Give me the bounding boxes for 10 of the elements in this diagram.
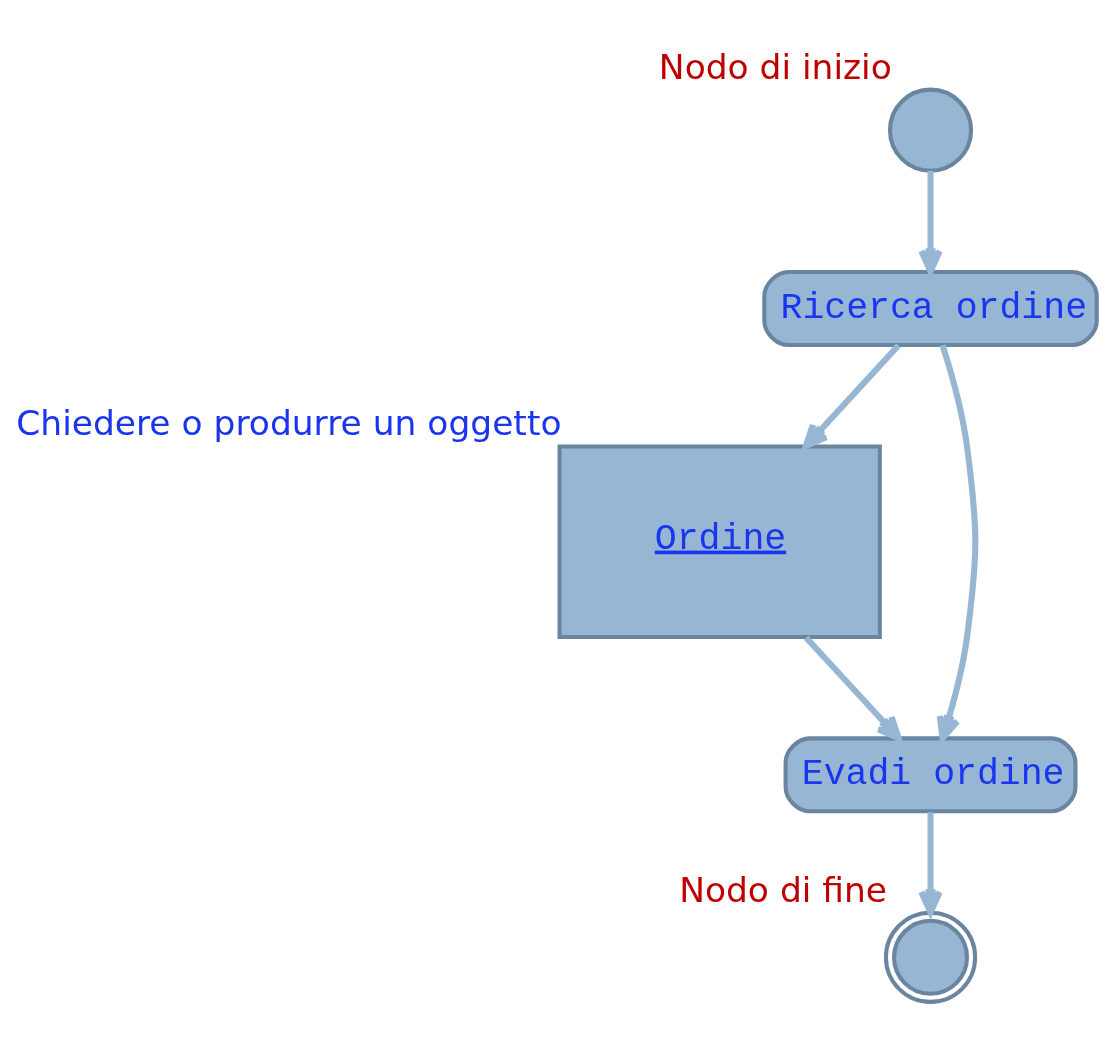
- node-label: Nodo di inizio: [658, 46, 892, 87]
- node-label: Nodo di fine: [679, 869, 888, 910]
- arrow: [803, 635, 902, 741]
- node-circle: [887, 87, 974, 173]
- arrow: [802, 342, 901, 449]
- node-box: Evadi ordine: [783, 735, 1078, 813]
- node-doublecircle: [883, 910, 978, 1004]
- node-box: Ricerca ordine: [762, 269, 1099, 347]
- node-box: Ordine: [557, 443, 882, 639]
- node-label: Chiedere o produrre un oggetto: [16, 402, 562, 443]
